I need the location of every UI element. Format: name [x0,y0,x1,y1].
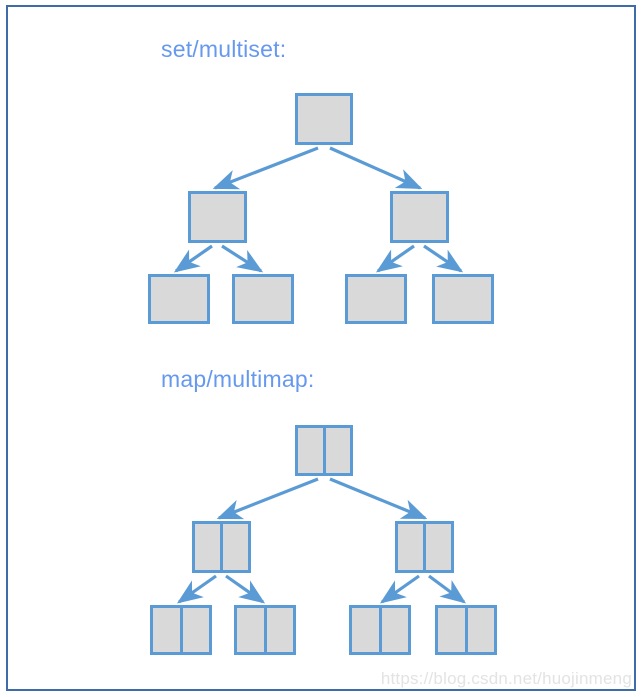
watermark: https://blog.csdn.net/huojinmeng [380,669,632,688]
map-node-left-child [192,521,251,573]
map-node-leaf-2 [234,605,296,655]
map-node-root [295,425,353,476]
map-node-leaf-2-cell-1 [237,608,264,652]
map-edge-left-child-to-leaf-2 [225,574,266,604]
map-edge-left-child-to-leaf-1 [176,574,217,604]
section-title-map: map/multimap: [161,366,315,392]
map-node-leaf-3 [349,605,411,655]
map-node-leaf-2-cell-2 [263,608,293,652]
set-node-right-child-cell-1 [393,194,446,240]
map-edge-root-to-right-child [329,477,428,520]
map-node-leaf-4-cell-1 [438,608,465,652]
map-node-root-cell-1 [298,428,323,473]
map-node-left-child-cell-2 [220,524,248,570]
map-node-leaf-3-cell-1 [352,608,379,652]
set-edge-left-child-to-leaf-2 [221,244,264,273]
set-edge-root-to-left-child [212,146,319,190]
map-node-leaf-3-cell-2 [378,608,408,652]
map-edge-right-child-to-leaf-3 [379,574,420,604]
map-node-right-child-cell-2 [423,524,451,570]
set-node-leaf-3-cell-1 [348,277,404,321]
set-node-leaf-3 [345,274,407,324]
map-node-root-cell-2 [322,428,350,473]
set-node-leaf-1-cell-1 [151,277,207,321]
set-node-leaf-4-cell-1 [435,277,491,321]
map-node-leaf-1-cell-1 [153,608,180,652]
set-tree-edges [173,146,464,273]
set-edge-left-child-to-leaf-1 [173,244,213,273]
section-title-set: set/multiset: [161,36,287,62]
map-node-leaf-4 [435,605,497,655]
map-node-leaf-1-cell-2 [179,608,209,652]
map-node-leaf-4-cell-2 [464,608,494,652]
map-tree-edges [176,477,467,604]
map-node-left-child-cell-1 [195,524,220,570]
set-node-root [295,93,353,145]
set-node-leaf-2 [232,274,294,324]
set-node-leaf-1 [148,274,210,324]
set-edge-right-child-to-leaf-3 [375,244,415,273]
set-node-leaf-4 [432,274,494,324]
set-node-left-child [188,191,247,243]
set-node-leaf-2-cell-1 [235,277,291,321]
set-node-root-cell-1 [298,96,350,142]
map-node-right-child [395,521,454,573]
set-edge-right-child-to-leaf-4 [423,244,464,273]
map-node-leaf-1 [150,605,212,655]
set-node-right-child [390,191,449,243]
set-node-left-child-cell-1 [191,194,244,240]
map-edge-root-to-left-child [216,477,319,520]
set-edge-root-to-right-child [329,146,423,190]
map-node-right-child-cell-1 [398,524,423,570]
map-edge-right-child-to-leaf-4 [428,574,467,604]
